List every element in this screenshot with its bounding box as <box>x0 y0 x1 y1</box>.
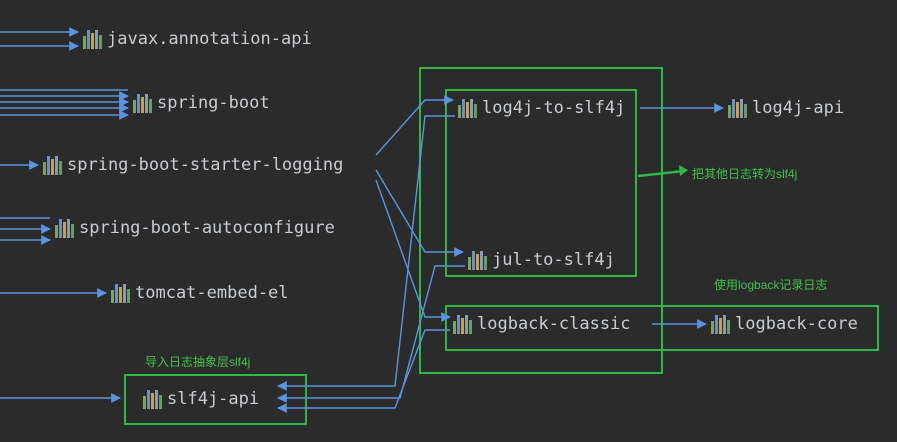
node-logback-classic[interactable]: logback-classic <box>453 311 631 337</box>
edge-jul-to-slf4j-to-slf4j-api <box>277 265 465 403</box>
node-log4j-to-slf4j[interactable]: log4j-to-slf4j <box>458 95 625 121</box>
maven-library-icon <box>55 218 74 238</box>
slf4j-note: 导入日志抽象层slf4j <box>145 355 251 369</box>
node-spring-boot-starter-logging[interactable]: spring-boot-starter-logging <box>43 152 343 178</box>
edge-log4j-to-slf4j-to-slf4j-api <box>277 115 455 391</box>
node-label: log4j-to-slf4j <box>482 98 626 118</box>
bridge-box <box>445 89 637 277</box>
edge-logback-classic-to-slf4j-api <box>277 329 450 413</box>
maven-library-icon <box>468 250 487 270</box>
starter-logging-box <box>419 67 663 374</box>
node-label: javax.annotation-api <box>107 29 312 49</box>
logback-note: 使用logback记录日志 <box>714 278 828 292</box>
node-log4j-api[interactable]: log4j-api <box>728 95 844 121</box>
node-jul-to-slf4j[interactable]: jul-to-slf4j <box>468 247 615 273</box>
maven-library-icon <box>728 98 747 118</box>
node-label: logback-core <box>735 314 858 334</box>
logback-box <box>445 305 879 351</box>
bridge-note-arrow <box>637 169 685 178</box>
maven-library-icon <box>133 93 152 113</box>
maven-library-icon <box>43 155 62 175</box>
bridge-note: 把其他日志转为slf4j <box>692 167 798 181</box>
node-spring-boot[interactable]: spring-boot <box>133 90 270 116</box>
maven-library-icon <box>83 29 102 49</box>
maven-library-icon <box>111 283 130 303</box>
edge-starter-to-log4j-to-slf4j <box>375 95 454 156</box>
node-label: tomcat-embed-el <box>135 283 289 303</box>
node-label: jul-to-slf4j <box>492 250 615 270</box>
node-spring-boot-autoconfigure[interactable]: spring-boot-autoconfigure <box>55 215 335 241</box>
maven-library-icon <box>711 314 730 334</box>
node-label: log4j-api <box>752 98 845 118</box>
edge-starter-to-logback-classic <box>375 179 451 322</box>
edge-starter-to-jul-to-slf4j <box>375 169 464 257</box>
node-logback-core[interactable]: logback-core <box>711 311 858 337</box>
maven-library-icon <box>143 389 162 409</box>
bridge-note-arrow-head <box>679 165 688 176</box>
node-tomcat-embed-el[interactable]: tomcat-embed-el <box>111 280 289 306</box>
node-slf4j-api[interactable]: slf4j-api <box>143 386 259 412</box>
node-label: spring-boot <box>157 93 270 113</box>
node-javax-annotation-api[interactable]: javax.annotation-api <box>83 26 312 52</box>
node-label: spring-boot-autoconfigure <box>79 218 335 238</box>
node-label: logback-classic <box>477 314 631 334</box>
slf4j-api-box <box>124 374 307 425</box>
maven-library-icon <box>458 98 477 118</box>
node-label: slf4j-api <box>167 389 260 409</box>
node-label: spring-boot-starter-logging <box>67 155 344 175</box>
maven-library-icon <box>453 314 472 334</box>
